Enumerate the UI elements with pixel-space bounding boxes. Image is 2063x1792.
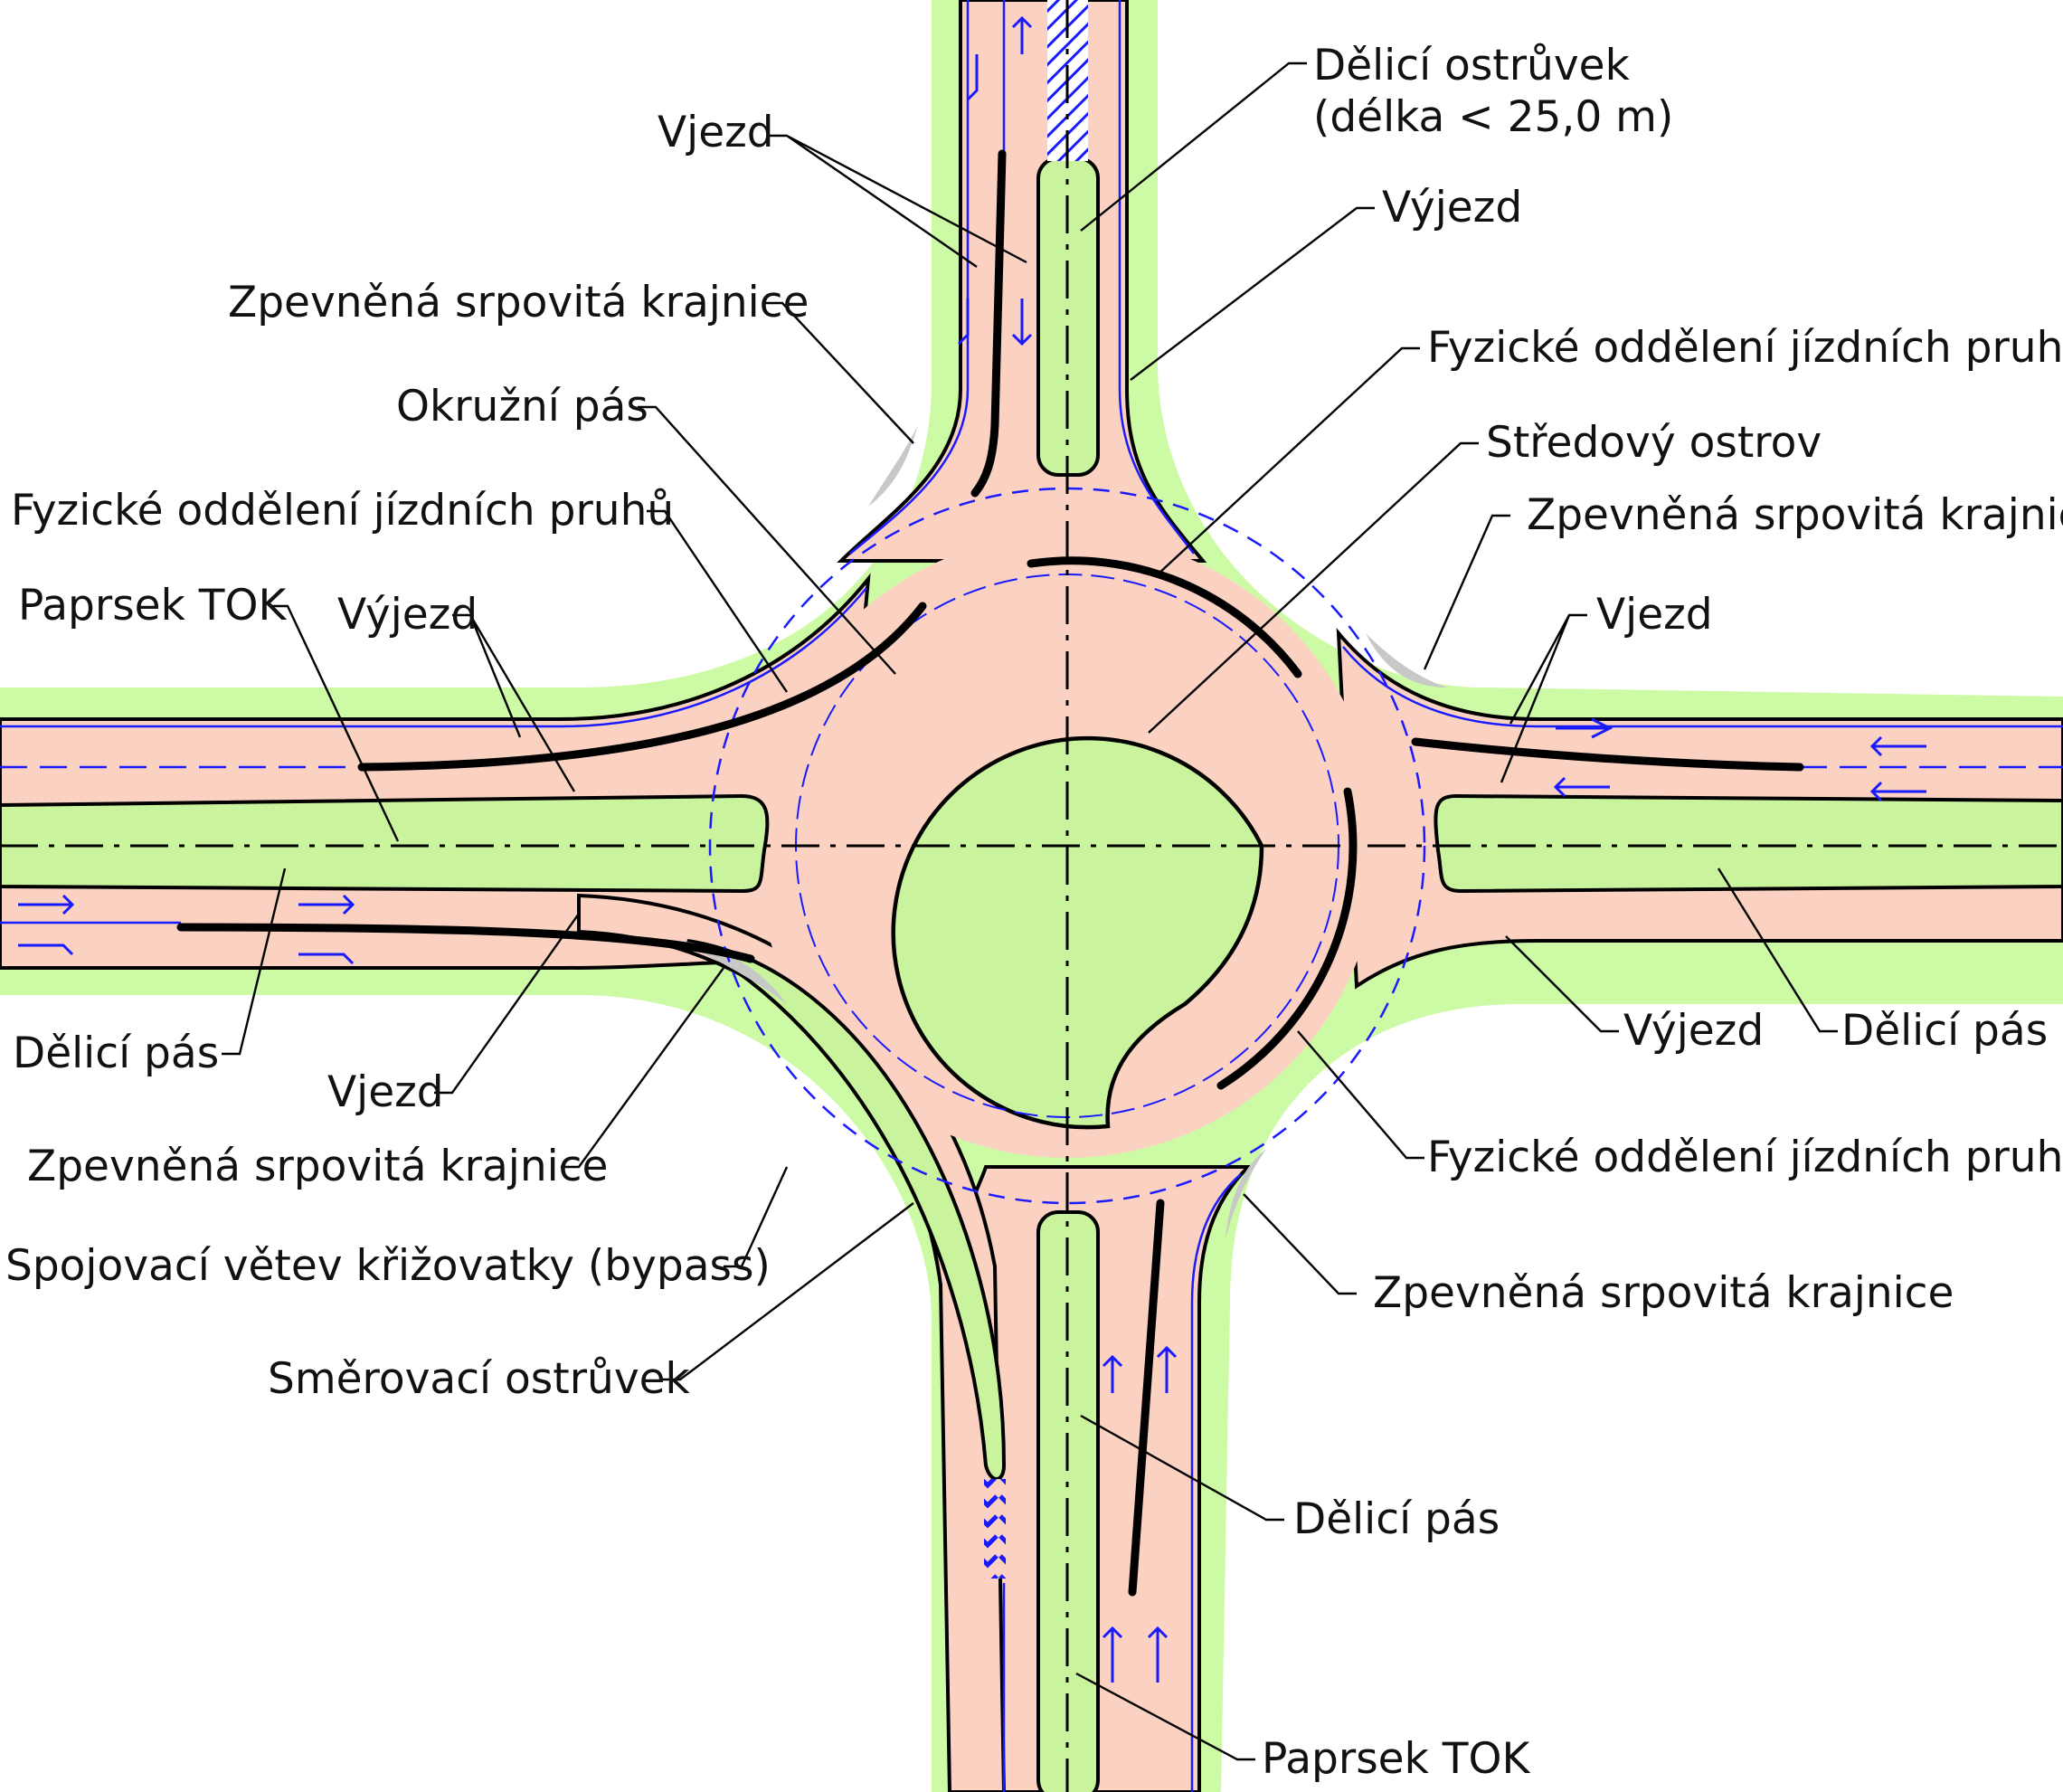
label-delici-pas-w: Dělicí pás	[13, 1029, 219, 1078]
leader-paprsek-s	[1075, 1672, 1255, 1761]
separator-north	[970, 149, 1007, 498]
arrow-west-2	[18, 943, 74, 956]
arrow-south-3	[1102, 1626, 1123, 1683]
label-delici-pas-s: Dělicí pás	[1293, 1494, 1500, 1544]
label-vjezd-n: Vjezd	[658, 108, 774, 157]
separator-west	[357, 602, 927, 772]
separator-east	[1411, 737, 1804, 772]
north-arm	[837, 0, 1207, 563]
lane-separators	[176, 149, 1804, 1597]
label-stredovy-ostrov: Středový ostrov	[1486, 418, 1822, 468]
separator-south	[1128, 1199, 1165, 1597]
label-fyzicke-ne: Fyzické oddělení jízdních pruhů	[1427, 323, 2063, 373]
label-vjezd-e: Vjezd	[1596, 590, 1713, 640]
arrow-east-1	[1556, 717, 1613, 739]
leader-fyzicke-se	[1297, 1030, 1424, 1160]
leader-vjezd-e	[1500, 613, 1587, 783]
label-vjezd-w: Vjezd	[327, 1067, 444, 1117]
label-vyjezd-w: Výjezd	[337, 590, 478, 640]
leader-smerovaci	[662, 1202, 914, 1381]
arrow-south-4	[1147, 1626, 1169, 1683]
arrow-west-1	[18, 894, 75, 915]
leader-fyzicke-w	[647, 509, 788, 693]
arrow-east-3	[1869, 735, 1926, 757]
label-zpevnena-se: Zpevněná srpovitá krajnice	[1373, 1268, 1954, 1318]
leader-zpevnena-sw	[561, 967, 724, 1169]
label-spojovaci: Spojovací větev křižovatky (bypass)	[5, 1241, 771, 1291]
leader-delici-pas-w	[222, 868, 287, 1056]
arrow-north-2	[1011, 15, 1033, 54]
directional-island	[686, 939, 1007, 1481]
arrow-north-3	[957, 299, 970, 346]
label-delici-ostruvek-1: Dělicí ostrůvek	[1313, 41, 1631, 90]
islands	[0, 156, 2063, 1792]
separator-bypass	[176, 923, 755, 963]
east-median-island	[1434, 793, 2063, 894]
label-vyjezd-e: Výjezd	[1623, 1006, 1764, 1056]
leader-zpevnena-e	[1423, 514, 1510, 670]
west-edge-blue	[0, 587, 867, 728]
lane-arrows	[18, 15, 1926, 1683]
north-edge-blue-right	[1118, 0, 1195, 555]
leader-vjezd-n	[767, 134, 1027, 268]
label-fyzicke-se: Fyzické oddělení jízdních pruhů	[1427, 1133, 2063, 1182]
arrow-west-4	[298, 953, 355, 965]
leader-spojovaci	[724, 1166, 789, 1268]
label-smerovaci: Směrovací ostrůvek	[268, 1354, 691, 1404]
north-edge-blue-left	[849, 0, 970, 555]
label-delici-pas-e: Dělicí pás	[1841, 1006, 2048, 1056]
chevron-area-south	[984, 1479, 1006, 1579]
leader-vyjezd-w	[452, 613, 576, 792]
leader-zpevnena-nw	[764, 301, 914, 444]
west-median-island	[0, 793, 770, 894]
arrow-west-3	[298, 894, 355, 915]
separator-ring-north	[1027, 556, 1302, 678]
leader-vyjezd-e	[1505, 935, 1619, 1033]
leader-vyjezd-n	[1130, 206, 1375, 381]
leader-lines	[222, 62, 1838, 1761]
leader-okruzni	[638, 405, 896, 675]
arrow-north-4	[1011, 299, 1033, 346]
arrow-east-2	[1553, 776, 1610, 798]
label-zpevnena-nw: Zpevněná srpovitá krajnice	[228, 278, 809, 327]
label-zpevnena-sw: Zpevněná srpovitá krajnice	[27, 1142, 608, 1191]
label-paprsek-s: Paprsek TOK	[1262, 1734, 1530, 1784]
label-vyjezd-n: Výjezd	[1382, 183, 1522, 232]
label-fyzicke-w: Fyzické oddělení jízdních pruhů	[11, 486, 674, 536]
leader-paprsek-w	[270, 604, 400, 842]
leader-stredovy	[1148, 441, 1479, 734]
south-edge-blue-right	[1190, 1173, 1242, 1792]
east-edge-blue	[1342, 646, 2063, 728]
leader-zpevnena-se	[1243, 1193, 1357, 1295]
central-island	[891, 735, 1264, 1130]
arrow-north-1	[966, 54, 979, 101]
paved-shoulder-ne	[1366, 633, 1447, 687]
labels: Dělicí ostrůvek (délka < 25,0 m) Vjezd V…	[5, 41, 2063, 1784]
leader-delici-ostruvek	[1080, 62, 1307, 232]
label-zpevnena-e: Zpevněná srpovitá krajnice	[1527, 490, 2063, 540]
arrow-south-2	[1156, 1345, 1178, 1393]
leader-delici-pas-e	[1717, 868, 1838, 1033]
label-paprsek-w: Paprsek TOK	[18, 581, 287, 631]
leader-fyzicke-ne	[1157, 346, 1420, 575]
label-okruzni-pas: Okružní pás	[396, 382, 648, 431]
label-delici-ostruvek-2: (délka < 25,0 m)	[1313, 92, 1673, 142]
leader-delici-pas-s	[1080, 1414, 1284, 1522]
separator-ring-east	[1216, 787, 1358, 1090]
arrow-south-1	[1102, 1354, 1123, 1393]
arrow-east-4	[1869, 781, 1926, 802]
leader-vjezd-w	[434, 913, 580, 1095]
